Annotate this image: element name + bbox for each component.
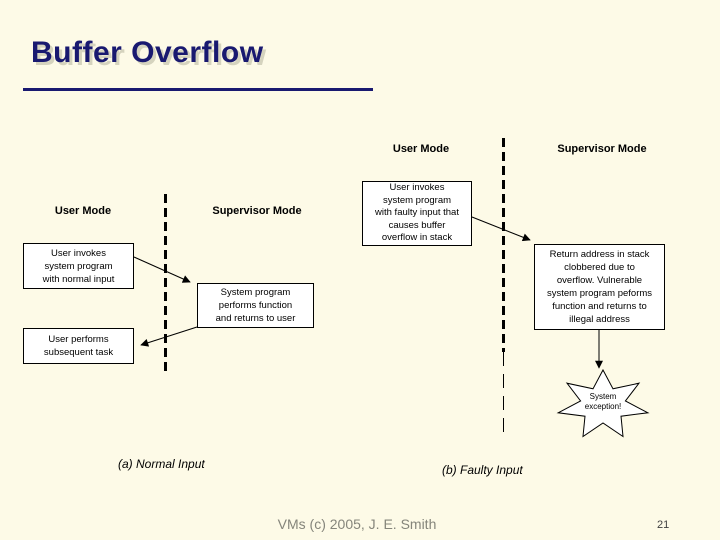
diagram-a-user-mode-label: User Mode [54,205,112,217]
diagram-b-mode-divider-upper [502,138,505,352]
footer-credit: VMs (c) 2005, J. E. Smith [277,516,437,532]
system-exception-star [556,368,650,438]
title-underline [23,88,373,91]
box-user-subsequent-task: User performs subsequent task [23,328,134,364]
page-number: 21 [657,519,670,531]
diagram-b-supervisor-mode-label: Supervisor Mode [557,143,647,155]
diagram-b-user-mode-label: User Mode [392,143,450,155]
diagram-a-mode-divider [164,194,167,372]
arrow-b-invoke-to-return [471,216,531,242]
diagram-a-supervisor-mode-label: Supervisor Mode [212,205,302,217]
caption-faulty-input: (b) Faulty Input [442,463,523,477]
system-exception-label: System exception! [584,392,622,411]
box-user-invokes-faulty: User invokes system program with faulty … [362,181,472,246]
box-user-invokes-normal: User invokes system program with normal … [23,243,134,289]
caption-normal-input: (a) Normal Input [118,457,205,471]
slide-title: Buffer Overflow [31,36,264,69]
arrow-a-invoke-to-system [133,256,191,283]
box-return-address-clobbered: Return address in stack clobbered due to… [534,244,665,330]
diagram-b-mode-divider-lower [503,352,504,437]
box-system-program-performs: System program performs function and ret… [197,283,314,328]
arrow-a-system-to-subsequent [140,326,198,347]
